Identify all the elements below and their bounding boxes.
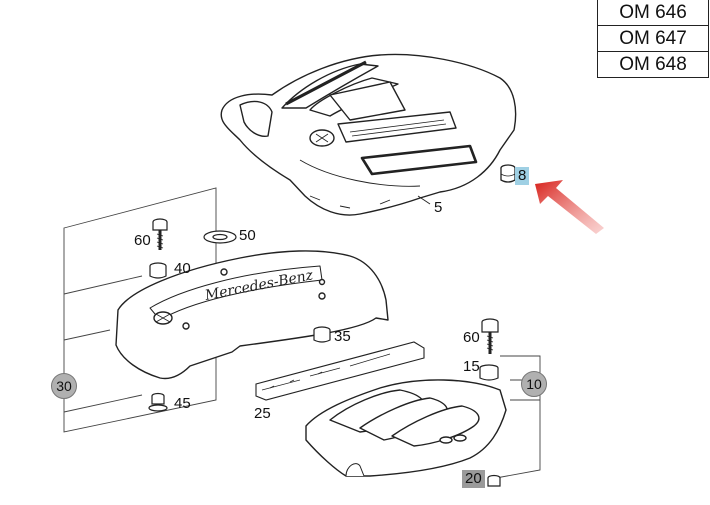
- callout-10-circle[interactable]: 10: [521, 371, 547, 397]
- engine-cover-left: [115, 250, 389, 380]
- grommet-15: [479, 364, 499, 381]
- washer-50: [203, 230, 237, 244]
- leader-lines: [417, 195, 431, 205]
- callout-40[interactable]: 40: [174, 260, 191, 277]
- callout-50[interactable]: 50: [239, 227, 256, 244]
- callout-20[interactable]: 20: [462, 470, 485, 488]
- bolt-60-right: [481, 318, 499, 354]
- grommet-35: [313, 326, 331, 343]
- engine-model-row: OM 647: [598, 26, 708, 52]
- callout-15[interactable]: 15: [463, 358, 480, 375]
- callout-30-circle[interactable]: 30: [51, 373, 77, 399]
- callout-45[interactable]: 45: [174, 395, 191, 412]
- callout-60-left[interactable]: 60: [134, 232, 151, 249]
- seal-strip-25: [255, 341, 425, 401]
- engine-model-row: OM 648: [598, 52, 708, 78]
- grommet-40: [149, 262, 167, 279]
- upper-engine-cover: [220, 53, 517, 216]
- bracket-30: [63, 187, 217, 433]
- callout-8[interactable]: 8: [515, 167, 530, 185]
- callout-60-right[interactable]: 60: [463, 329, 480, 346]
- callout-25[interactable]: 25: [254, 405, 271, 422]
- bolt-60-left: [152, 218, 168, 250]
- stud-20: [487, 474, 501, 487]
- highlight-arrow: [535, 180, 604, 234]
- engine-model-row: OM 646: [598, 0, 708, 26]
- grommet-part-8: [500, 164, 516, 183]
- engine-model-table: OM 646 OM 647 OM 648: [597, 0, 709, 78]
- engine-cover-lower-right: [305, 379, 507, 477]
- callout-5[interactable]: 5: [434, 199, 443, 216]
- stud-45: [148, 392, 168, 412]
- callout-35[interactable]: 35: [334, 328, 351, 345]
